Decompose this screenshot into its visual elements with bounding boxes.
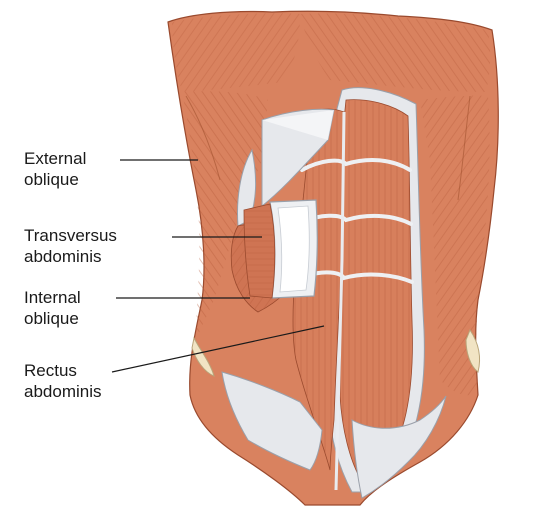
lower-fascia-right bbox=[351, 395, 447, 499]
external-oblique-left bbox=[182, 91, 268, 340]
chest-region-right bbox=[300, 13, 491, 92]
tendinous-intersection-3 bbox=[304, 270, 414, 284]
linea-alba bbox=[334, 111, 346, 491]
iliac-crest-right bbox=[465, 328, 481, 373]
label-rectus-line2: abdominis bbox=[24, 382, 102, 401]
label-transversus-line1: Transversus bbox=[24, 226, 117, 245]
label-internal-oblique-line1: Internal bbox=[24, 288, 81, 307]
label-external-oblique-line1: External bbox=[24, 149, 87, 168]
tendinous-intersection-1 bbox=[300, 158, 412, 172]
label-rectus-line1: Rectus bbox=[24, 361, 77, 380]
label-rectus-abdominis: Rectus abdominis bbox=[24, 360, 102, 402]
label-external-oblique-line2: oblique bbox=[24, 170, 79, 189]
external-oblique-right bbox=[420, 95, 490, 396]
leader-line-rectus bbox=[111, 325, 325, 373]
iliac-crest-left bbox=[191, 336, 215, 377]
lower-fascia bbox=[221, 371, 323, 471]
tendinous-intersection-2 bbox=[298, 213, 413, 226]
label-external-oblique: External oblique bbox=[24, 148, 86, 190]
label-transversus-line2: abdominis bbox=[24, 247, 102, 266]
label-internal-oblique-line2: oblique bbox=[24, 309, 79, 328]
label-internal-oblique: Internal oblique bbox=[24, 287, 81, 329]
chest-region bbox=[172, 13, 300, 92]
label-transversus-abdominis: Transversus abdominis bbox=[24, 225, 117, 267]
